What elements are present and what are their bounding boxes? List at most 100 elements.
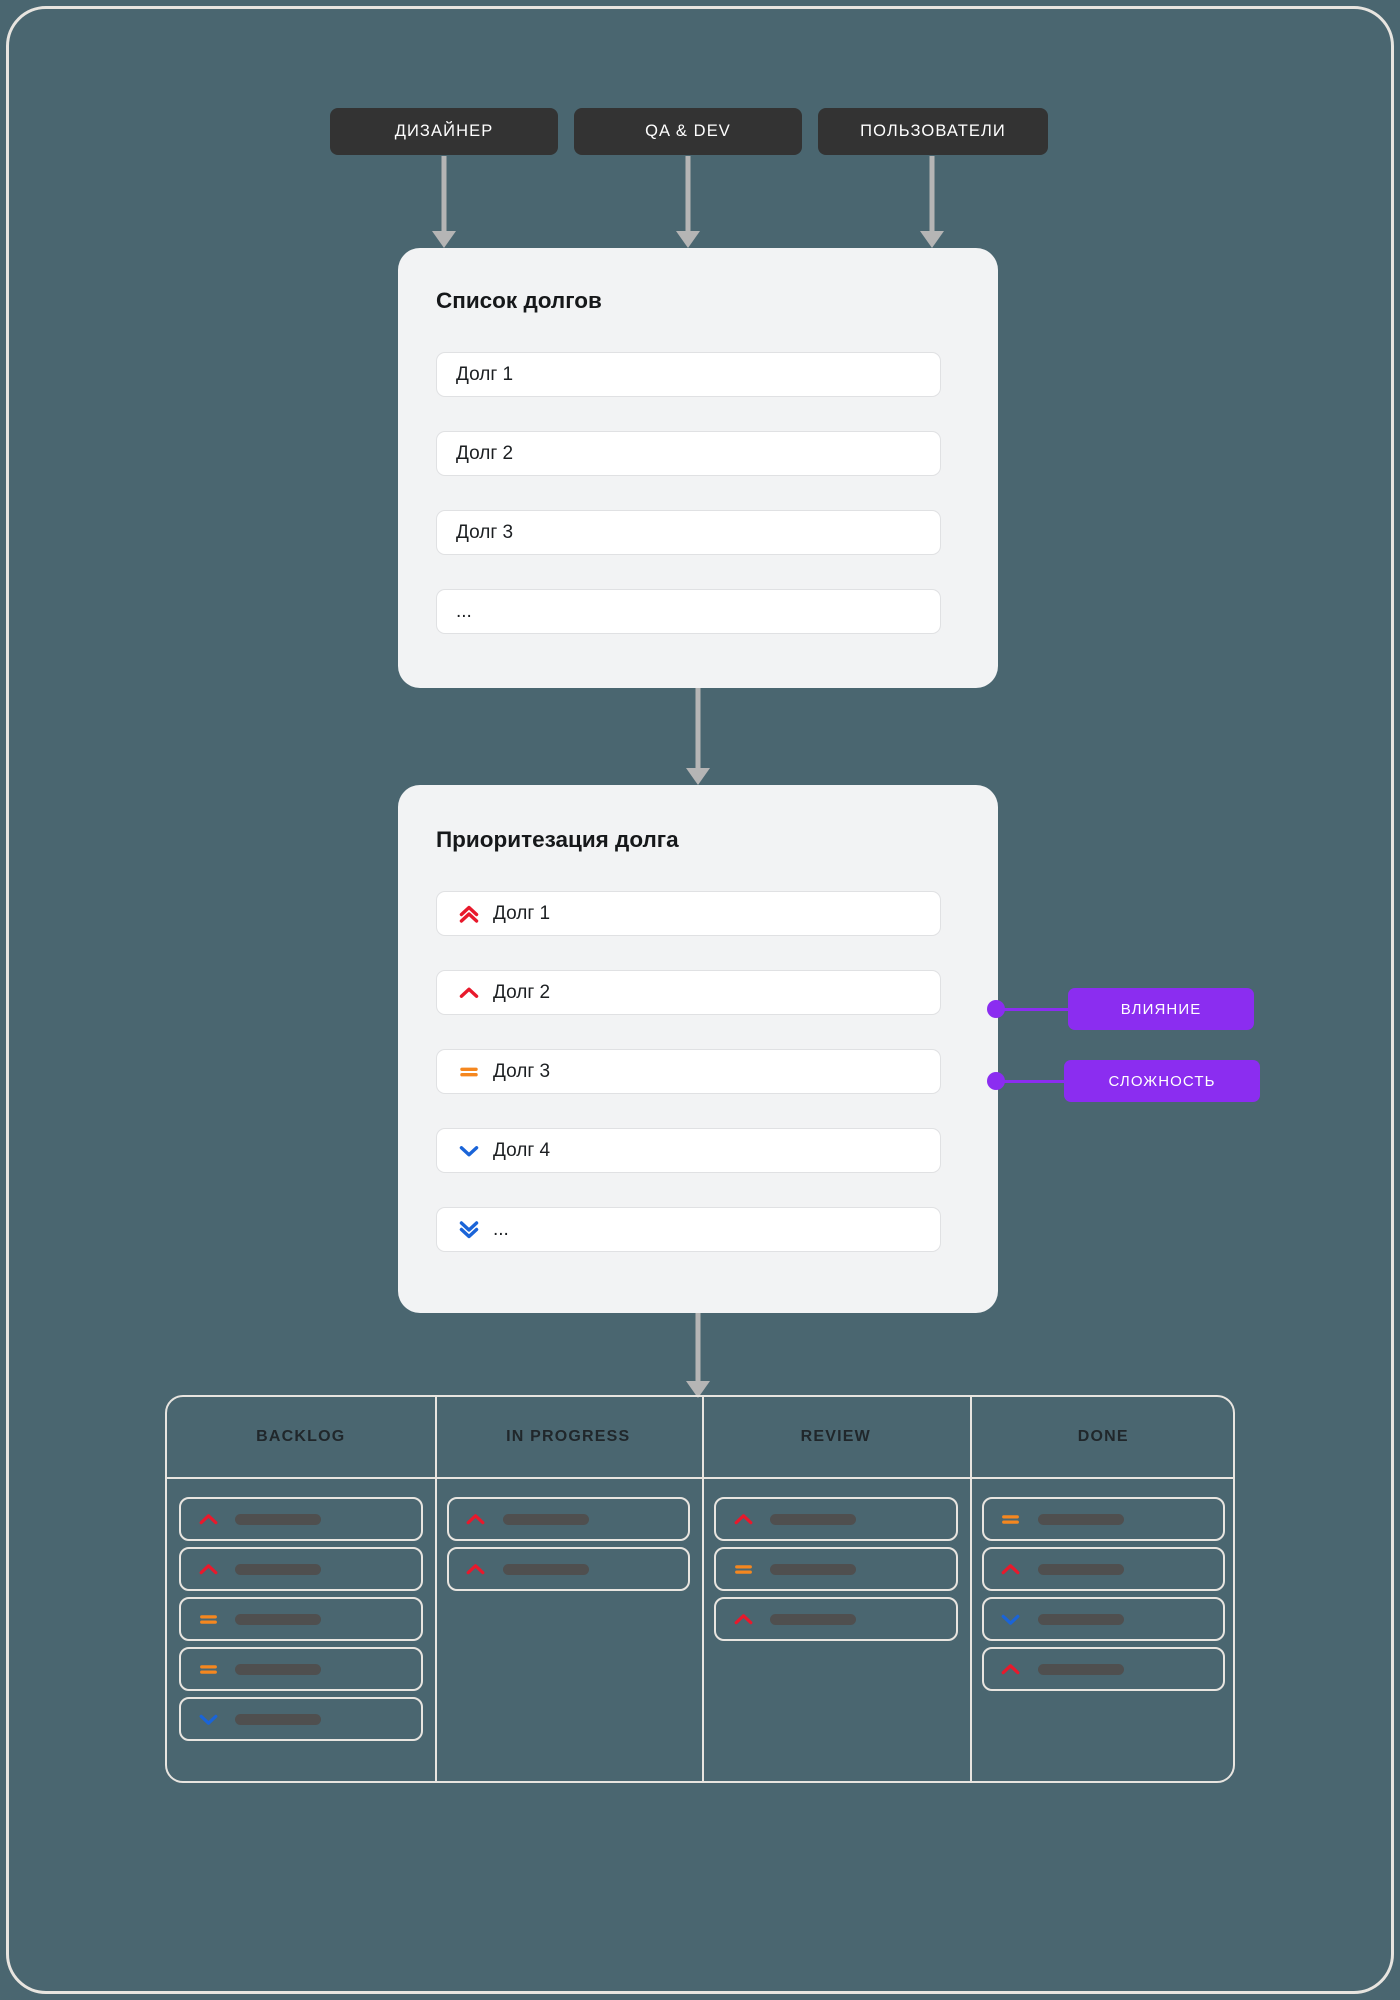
debt-list-item[interactable]: Долг 2: [436, 431, 941, 476]
kanban-card-title-placeholder: [502, 1513, 589, 1525]
kanban-card[interactable]: [179, 1497, 423, 1541]
debt-list-item[interactable]: Долг 3: [436, 510, 941, 555]
kanban-card-title-placeholder: [502, 1563, 589, 1575]
chevron-down-icon: [195, 1707, 221, 1732]
criteria-connector-dot: [987, 1072, 1005, 1090]
arrow-shaft: [441, 156, 447, 232]
chevron-up-icon: [463, 1557, 489, 1582]
kanban-column-header-label: DONE: [1077, 1428, 1129, 1445]
chevron-up-icon: [195, 1507, 221, 1532]
arrow-head: [920, 231, 944, 248]
arrow-users-to-debt-list: [917, 156, 947, 248]
criteria-tag-impact[interactable]: ВЛИЯНИЕ: [1068, 988, 1254, 1030]
double-chevron-down-icon: [456, 1217, 482, 1243]
kanban-card[interactable]: [714, 1497, 958, 1541]
kanban-card[interactable]: [179, 1597, 423, 1641]
kanban-card[interactable]: [981, 1547, 1225, 1591]
chevron-down-icon: [456, 1138, 482, 1164]
prioritized-debt-item-label: Долг 1: [493, 902, 551, 924]
chevron-up-icon: [998, 1657, 1024, 1682]
kanban-card[interactable]: [981, 1647, 1225, 1691]
kanban-card[interactable]: [179, 1697, 423, 1741]
chevron-up-icon: [730, 1607, 756, 1632]
kanban-card-title-placeholder: [770, 1613, 856, 1625]
arrow-head: [432, 231, 456, 248]
prioritized-debt-item[interactable]: Долг 3: [436, 1049, 941, 1094]
kanban-column-header: IN PROGRESS: [435, 1397, 703, 1477]
chevron-up-icon: [730, 1507, 756, 1532]
kanban-card[interactable]: [714, 1547, 958, 1591]
arrow-debt-list-to-prioritization: [683, 688, 713, 785]
source-pill-users[interactable]: ПОЛЬЗОВАТЕЛИ: [818, 108, 1048, 155]
kanban-header-divider: [167, 1477, 1233, 1479]
kanban-card[interactable]: [714, 1597, 958, 1641]
kanban-card-title-placeholder: [1037, 1663, 1124, 1675]
kanban-card[interactable]: [179, 1547, 423, 1591]
debt-list-title: Список долгов: [436, 288, 602, 313]
kanban-card[interactable]: [981, 1497, 1225, 1541]
equals-icon: [456, 1059, 482, 1085]
arrow-prioritization-to-kanban: [683, 1313, 713, 1398]
kanban-card[interactable]: [446, 1547, 690, 1591]
prioritized-debt-item[interactable]: Долг 4: [436, 1128, 941, 1173]
kanban-card[interactable]: [446, 1497, 690, 1541]
kanban-card-title-placeholder: [235, 1513, 321, 1525]
kanban-column-header-label: REVIEW: [800, 1428, 871, 1445]
prioritized-debt-item[interactable]: ...: [436, 1207, 941, 1252]
prioritization-card: Приоритезация долга Долг 1 Долг 2 Долг 3 До…: [398, 785, 998, 1313]
kanban-card-title-placeholder: [1037, 1513, 1124, 1525]
debt-list-item[interactable]: ...: [436, 589, 941, 634]
source-pill-label: ДИЗАЙНЕР: [394, 122, 494, 140]
chevron-up-icon: [998, 1557, 1024, 1582]
prioritized-debt-item-label: Долг 4: [493, 1139, 551, 1161]
arrow-qa-dev-to-debt-list: [673, 156, 703, 248]
kanban-card[interactable]: [981, 1597, 1225, 1641]
chevron-up-icon: [463, 1507, 489, 1532]
chevron-up-icon: [195, 1557, 221, 1582]
kanban-card[interactable]: [179, 1647, 423, 1691]
prioritized-debt-item[interactable]: Долг 1: [436, 891, 941, 936]
prioritized-debt-item-label: Долг 3: [493, 1060, 551, 1082]
debt-list-item-label: ...: [456, 600, 472, 622]
criteria-connector-dot: [987, 1000, 1005, 1018]
debt-list-card: Список долгов Долг 1 Долг 2 Долг 3...: [398, 248, 998, 688]
kanban-card-title-placeholder: [1037, 1563, 1124, 1575]
debt-list-item-label: Долг 2: [456, 442, 514, 464]
kanban-column-header-label: IN PROGRESS: [506, 1428, 631, 1445]
kanban-card-title-placeholder: [235, 1613, 321, 1625]
prioritized-debt-item-label: Долг 2: [493, 981, 551, 1003]
arrow-designer-to-debt-list: [429, 156, 459, 248]
prioritization-title: Приоритезация долга: [436, 827, 679, 852]
equals-icon: [195, 1657, 221, 1682]
source-pill-label: ПОЛЬЗОВАТЕЛИ: [860, 122, 1006, 140]
debt-list-item[interactable]: Долг 1: [436, 352, 941, 397]
debt-list-item-label: Долг 1: [456, 363, 514, 385]
kanban-board: BACKLOG IN PROGRESS REVIEW DONE: [165, 1395, 1235, 1783]
kanban-column-header: BACKLOG: [167, 1397, 435, 1477]
chevron-up-icon: [456, 980, 482, 1006]
kanban-column-divider: [969, 1397, 972, 1781]
debt-list-item-label: Долг 3: [456, 521, 514, 543]
kanban-card-title-placeholder: [1037, 1613, 1124, 1625]
criteria-tag-complexity[interactable]: СЛОЖНОСТЬ: [1064, 1060, 1260, 1102]
arrow-shaft: [695, 688, 701, 769]
chevron-down-icon: [998, 1607, 1024, 1632]
criteria-connector-line: [1001, 1080, 1064, 1083]
kanban-column-header: DONE: [970, 1397, 1238, 1477]
criteria-tag-label: ВЛИЯНИЕ: [1120, 1000, 1202, 1018]
source-pill-label: QA & DEV: [645, 122, 731, 140]
arrow-shaft: [929, 156, 935, 232]
equals-icon: [998, 1507, 1024, 1532]
prioritized-debt-item-label: ...: [493, 1218, 509, 1240]
double-chevron-up-icon: [456, 901, 482, 927]
source-pill-qa-dev[interactable]: QA & DEV: [574, 108, 802, 155]
arrow-shaft: [695, 1313, 701, 1382]
prioritized-debt-item[interactable]: Долг 2: [436, 970, 941, 1015]
equals-icon: [730, 1557, 756, 1582]
source-pill-designer[interactable]: ДИЗАЙНЕР: [330, 108, 558, 155]
criteria-connector-line: [1001, 1008, 1068, 1011]
arrow-head: [686, 1381, 710, 1398]
criteria-tag-label: СЛОЖНОСТЬ: [1108, 1072, 1216, 1090]
kanban-card-title-placeholder: [235, 1663, 321, 1675]
